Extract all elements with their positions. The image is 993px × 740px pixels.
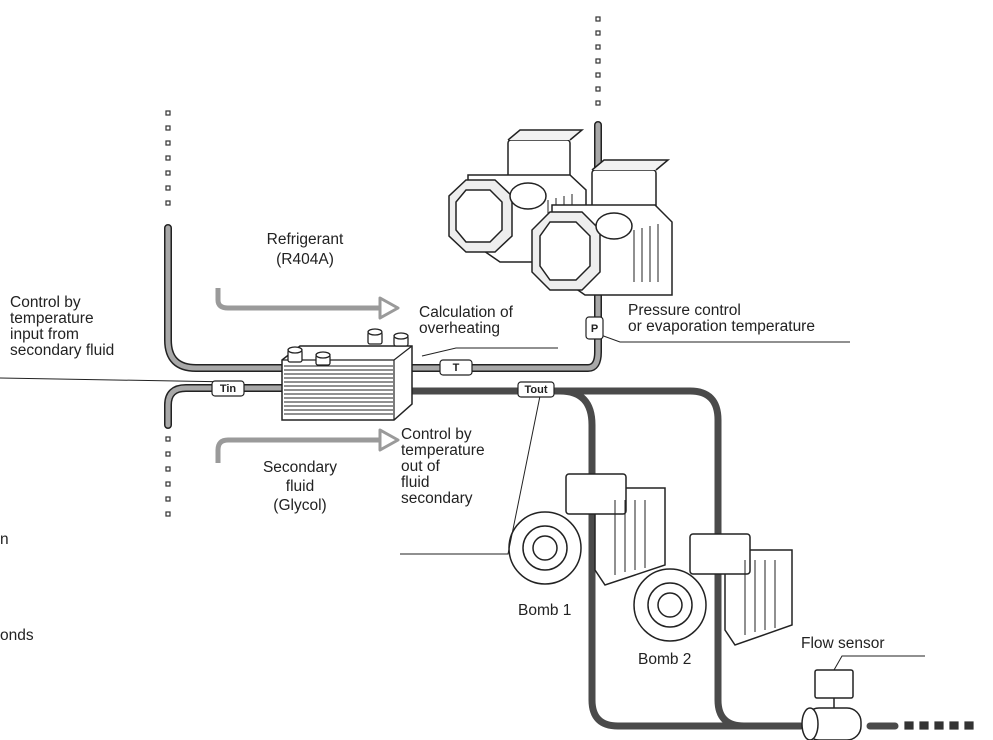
dashed-bottom-left [165, 436, 171, 517]
cut-off-text-1: n [0, 531, 9, 548]
dashed-bottom-right [904, 721, 974, 730]
svg-text:Tout: Tout [524, 384, 547, 396]
sensor-tag-tin: Tin [211, 380, 245, 397]
flow-sensor-label: Flow sensor [801, 635, 885, 652]
refrigerant-pipe [164, 121, 602, 429]
glycol-arrowhead-icon [378, 428, 400, 452]
bomb-1-label: Bomb 1 [518, 602, 572, 619]
pressure-control-label: Pressure control or evaporation temperat… [628, 302, 815, 335]
leader-lines [0, 333, 925, 671]
pump-2 [633, 533, 793, 646]
refrigerant-label: Refrigerant (R404A) [266, 231, 344, 268]
cut-off-text-2: onds [0, 627, 34, 644]
calc-overheating-label: Calculation of overheating [419, 304, 513, 337]
compressor-2 [531, 159, 673, 296]
svg-text:T: T [453, 362, 460, 374]
control-input-label: Control by temperature input from second… [10, 294, 115, 359]
bomb-2-label: Bomb 2 [638, 651, 692, 668]
flow-arrows [215, 288, 400, 463]
refrigerant-arrow [215, 288, 380, 311]
glycol-arrow [215, 437, 380, 463]
sensor-tag-p: P [585, 316, 604, 340]
svg-text:Tin: Tin [220, 383, 237, 395]
flow-sensor [801, 669, 862, 740]
control-output-label: Control by temperature out of fluid seco… [401, 426, 485, 507]
svg-text:P: P [591, 323, 598, 335]
sensor-tag-tout: Tout [517, 381, 555, 398]
plate-heat-exchanger [281, 328, 413, 421]
pump-1 [508, 473, 666, 586]
refrigerant-arrowhead-icon [378, 296, 400, 320]
dashed-top-left [165, 110, 171, 206]
secondary-fluid-label: Secondary fluid (Glycol) [262, 459, 338, 514]
dashed-top-right [595, 16, 601, 106]
dashed-continuation-markers [165, 16, 974, 730]
sensor-tag-t: T [439, 359, 473, 376]
